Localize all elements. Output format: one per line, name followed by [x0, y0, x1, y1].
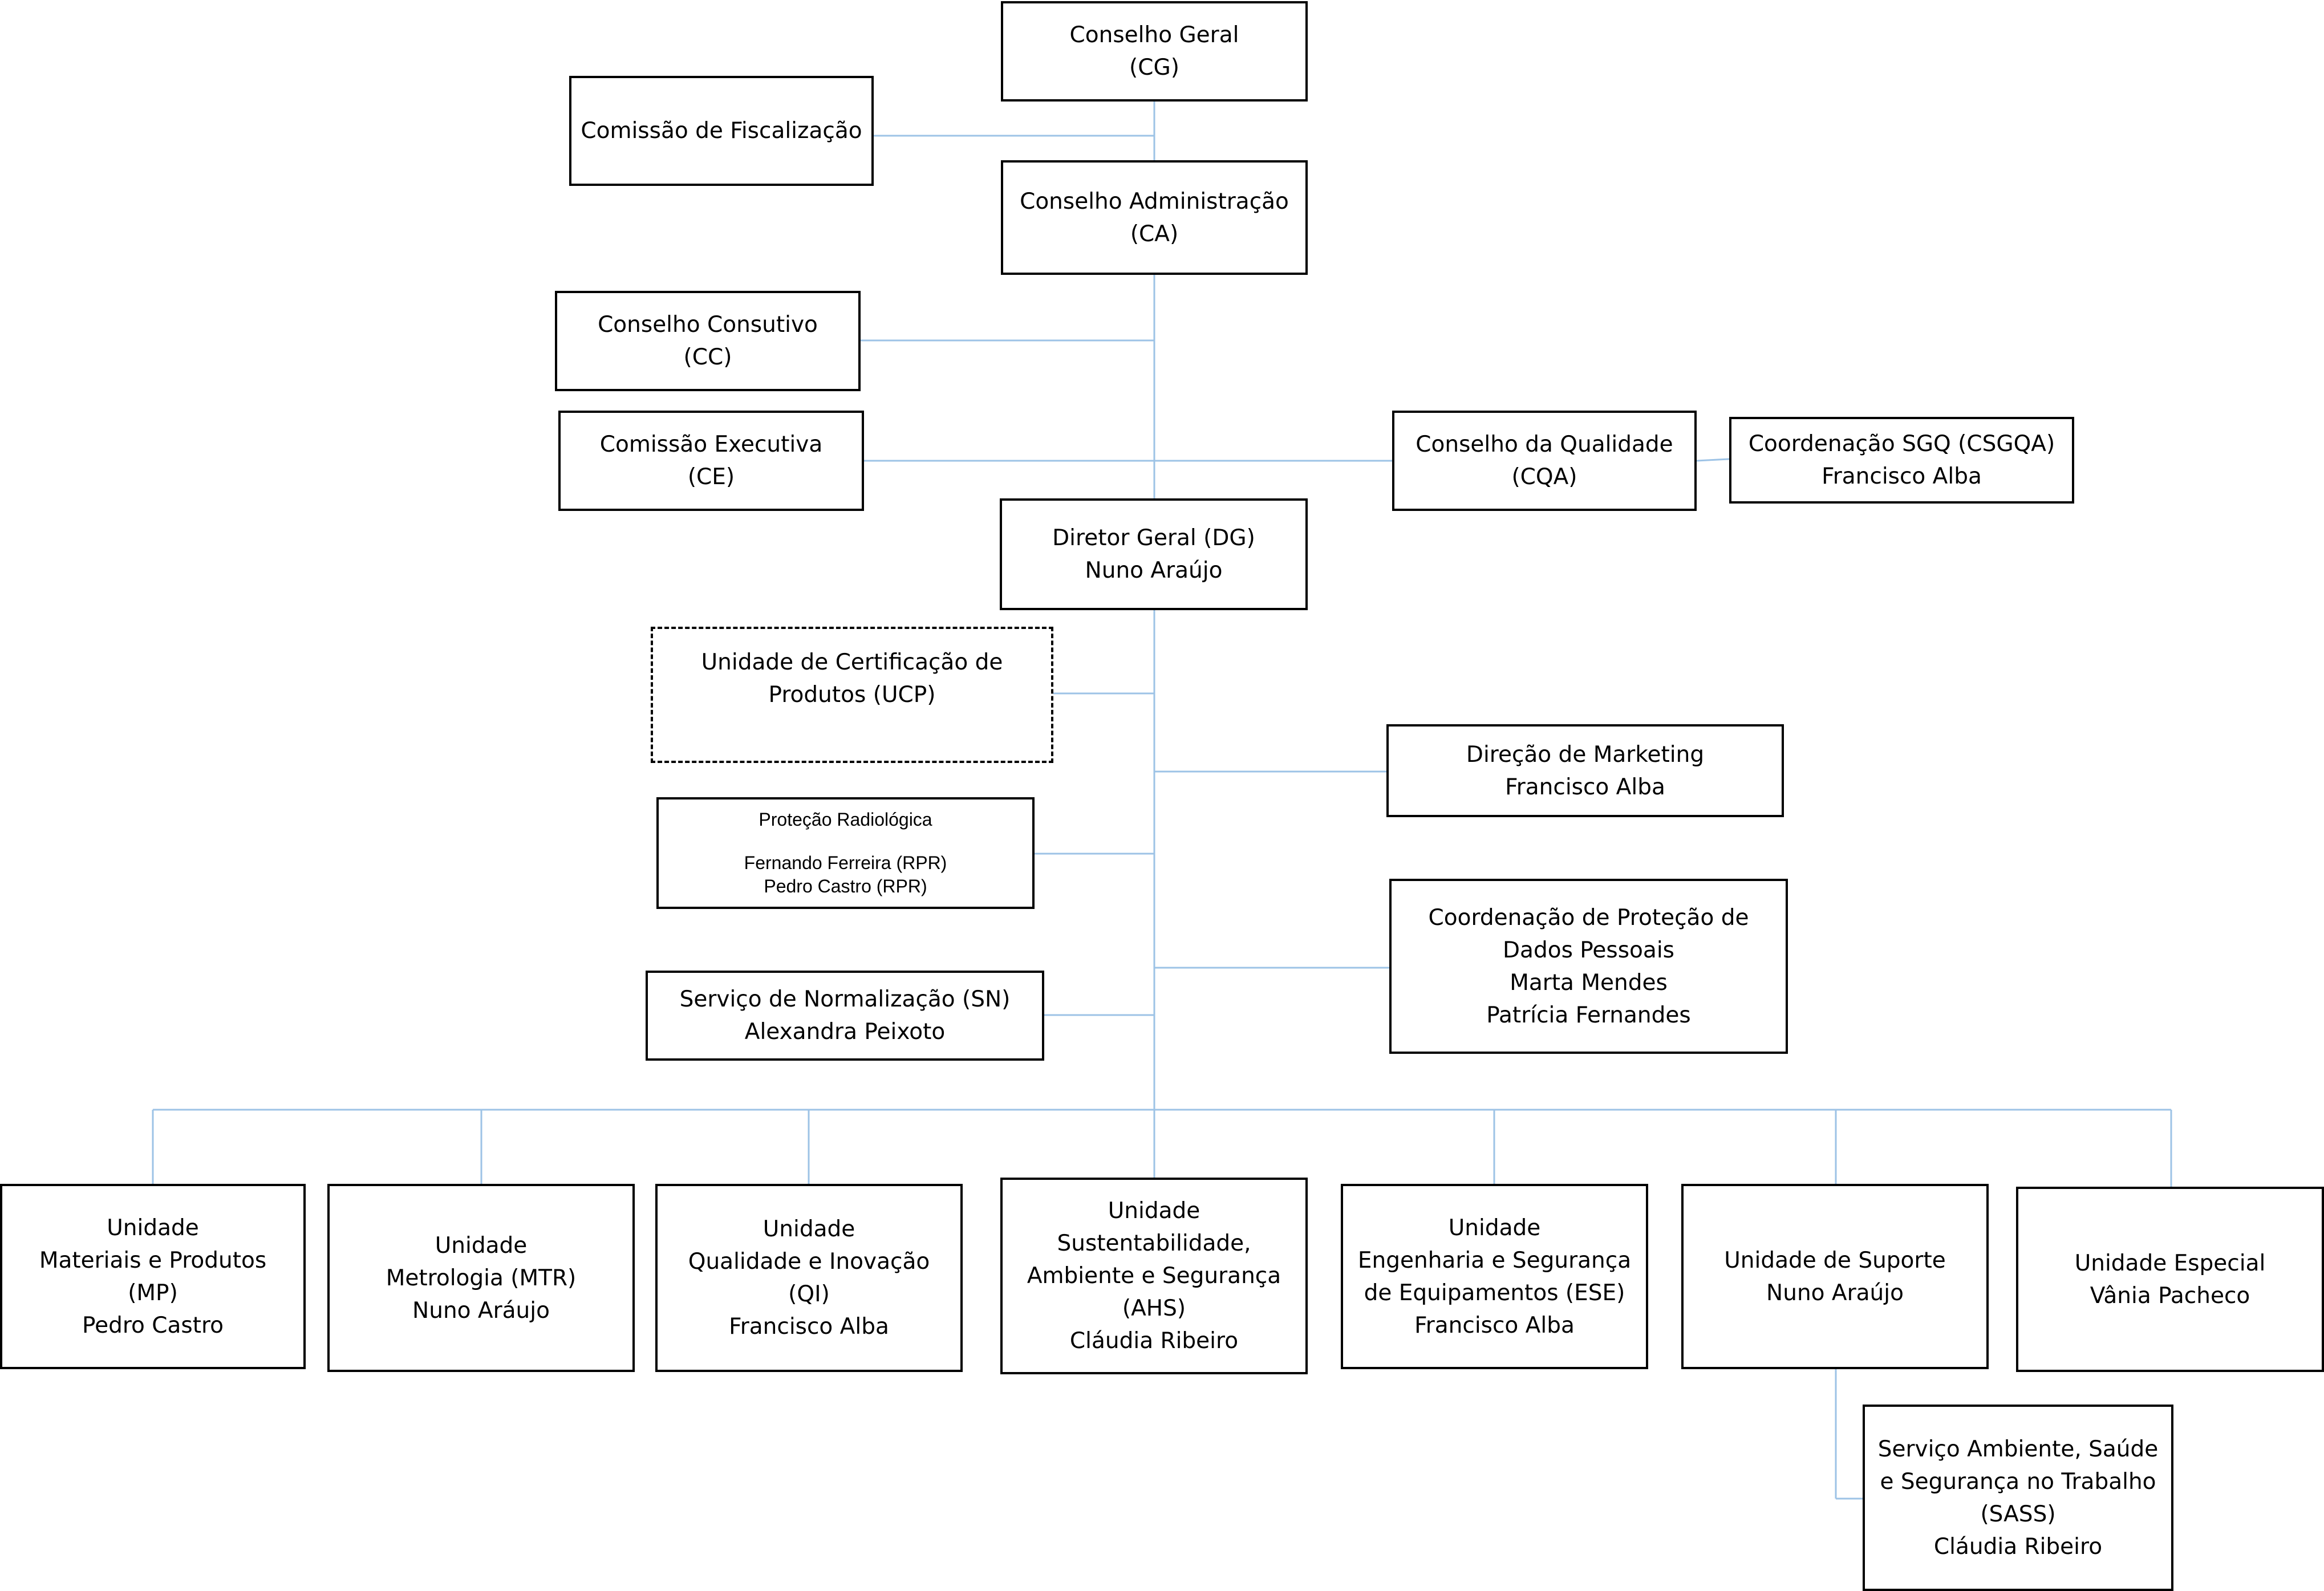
node-title: Serviço de Normalização (SN)	[679, 987, 1011, 1012]
node-title: Proteção Radiológica	[759, 809, 932, 830]
node-title-cont: Produtos (UCP)	[768, 682, 936, 708]
node-diretor-geral[interactable]: Diretor Geral (DG) Nuno Araújo	[1000, 498, 1308, 610]
node-person: Francisco Alba	[1822, 464, 1982, 489]
node-line: Unidade	[435, 1232, 528, 1259]
node-title: Conselho da Qualidade	[1416, 432, 1673, 457]
connector-line	[1696, 458, 1730, 462]
node-acronym: (CE)	[687, 464, 735, 490]
node-line: Unidade	[1448, 1215, 1541, 1241]
node-comissao-executiva[interactable]: Comissão Executiva (CE)	[558, 411, 864, 511]
node-title: Unidade de Certificação de	[701, 650, 1003, 675]
node-line: Unidade de Suporte	[1724, 1247, 1946, 1273]
node-person: Francisco Alba	[1414, 1312, 1575, 1338]
node-title: Conselho Consutivo	[598, 312, 818, 338]
node-acronym: (CQA)	[1511, 464, 1577, 490]
node-conselho-geral[interactable]: Conselho Geral (CG)	[1001, 1, 1308, 102]
node-person: Pedro Castro (RPR)	[764, 876, 927, 896]
node-line: Engenharia e Segurança	[1357, 1247, 1632, 1273]
node-person: Francisco Alba	[1505, 774, 1665, 800]
node-person: Fernando Ferreira (RPR)	[744, 853, 947, 873]
node-line: Unidade	[763, 1216, 855, 1242]
node-line: e Segurança no Trabalho	[1880, 1468, 2156, 1495]
node-acronym: (CC)	[683, 344, 732, 370]
node-person: Francisco Alba	[729, 1314, 889, 1340]
node-line: Materiais e Produtos	[39, 1247, 267, 1273]
node-line: Unidade Especial	[2074, 1250, 2266, 1276]
node-person: Cláudia Ribeiro	[1933, 1533, 2103, 1560]
node-conselho-qualidade[interactable]: Conselho da Qualidade (CQA)	[1392, 411, 1697, 511]
node-unidade-materiais-produtos[interactable]: Unidade Materiais e Produtos (MP) Pedro …	[0, 1184, 306, 1369]
node-line: Ambiente e Segurança	[1027, 1263, 1281, 1289]
node-line: Serviço Ambiente, Saúde	[1877, 1436, 2159, 1462]
node-line: de Equipamentos (ESE)	[1364, 1280, 1625, 1306]
node-title: Comissão Executiva	[599, 432, 823, 457]
node-person: Alexandra Peixoto	[744, 1019, 946, 1045]
node-servico-normalizacao[interactable]: Serviço de Normalização (SN) Alexandra P…	[646, 971, 1044, 1061]
node-acronym: (QI)	[788, 1281, 830, 1307]
node-person: Nuno Araújo	[1085, 558, 1223, 583]
node-unidade-sustentabilidade[interactable]: Unidade Sustentabilidade, Ambiente e Seg…	[1000, 1178, 1308, 1374]
node-acronym: (CG)	[1129, 55, 1179, 80]
node-acronym: (AHS)	[1122, 1296, 1186, 1321]
node-direcao-marketing[interactable]: Direção de Marketing Francisco Alba	[1386, 724, 1784, 817]
node-line: Metrologia (MTR)	[386, 1265, 577, 1291]
node-unidade-suporte[interactable]: Unidade de Suporte Nuno Araújo	[1681, 1184, 1989, 1369]
node-title-cont: Dados Pessoais	[1503, 937, 1674, 963]
node-comissao-fiscalizacao[interactable]: Comissão de Fiscalização	[569, 76, 874, 186]
node-title: Comissão de Fiscalização	[581, 118, 862, 144]
node-title: Conselho Geral	[1069, 22, 1239, 48]
node-unidade-certificacao-produtos[interactable]: Unidade de Certificação de Produtos (UCP…	[651, 627, 1053, 763]
node-person: Nuno Aráujo	[412, 1297, 550, 1324]
node-unidade-engenharia-seguranca[interactable]: Unidade Engenharia e Segurança de Equipa…	[1341, 1184, 1648, 1369]
node-person: Nuno Araújo	[1766, 1280, 1904, 1306]
node-line: Sustentabilidade,	[1057, 1231, 1251, 1256]
node-person: Patrícia Fernandes	[1486, 1002, 1691, 1028]
node-title: Coordenação SGQ (CSGQA)	[1748, 431, 2055, 457]
node-acronym: (MP)	[128, 1280, 178, 1306]
node-title: Direção de Marketing	[1466, 741, 1705, 768]
node-line: Qualidade e Inovação	[688, 1249, 930, 1275]
node-servico-ambiente-saude-seguranca[interactable]: Serviço Ambiente, Saúde e Segurança no T…	[1863, 1405, 2173, 1591]
node-title: Conselho Administração	[1020, 188, 1289, 214]
node-unidade-especial[interactable]: Unidade Especial Vânia Pacheco	[2016, 1187, 2324, 1372]
node-unidade-metrologia[interactable]: Unidade Metrologia (MTR) Nuno Aráujo	[327, 1184, 635, 1372]
node-coordenacao-sgq[interactable]: Coordenação SGQ (CSGQA) Francisco Alba	[1729, 417, 2074, 504]
node-acronym: (SASS)	[1980, 1501, 2056, 1527]
node-line: Unidade	[1108, 1198, 1200, 1224]
node-conselho-administracao[interactable]: Conselho Administração (CA)	[1001, 160, 1308, 275]
node-person: Vânia Pacheco	[2090, 1282, 2250, 1309]
node-line: Unidade	[107, 1215, 199, 1241]
node-protecao-radiologica[interactable]: Proteção Radiológica Fernando Ferreira (…	[656, 797, 1035, 909]
node-acronym: (CA)	[1130, 221, 1179, 247]
node-title: Diretor Geral (DG)	[1052, 525, 1255, 551]
node-unidade-qualidade-inovacao[interactable]: Unidade Qualidade e Inovação (QI) Franci…	[655, 1184, 963, 1372]
node-protecao-dados-pessoais[interactable]: Coordenação de Proteção de Dados Pessoai…	[1389, 879, 1788, 1054]
node-conselho-consultivo[interactable]: Conselho Consutivo (CC)	[555, 291, 861, 391]
node-person: Cláudia Ribeiro	[1069, 1328, 1239, 1354]
node-title: Coordenação de Proteção de	[1428, 904, 1749, 931]
node-person: Marta Mendes	[1510, 969, 1668, 996]
node-person: Pedro Castro	[82, 1312, 224, 1338]
